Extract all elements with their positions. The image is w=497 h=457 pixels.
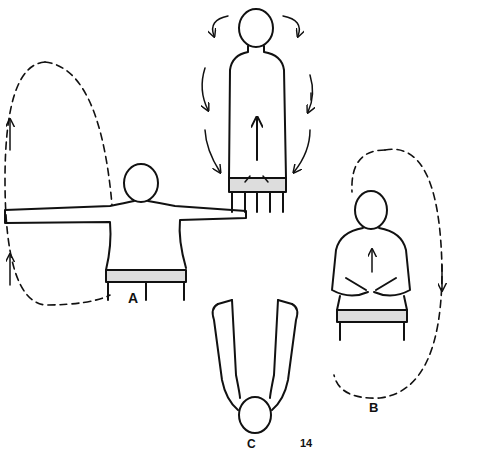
page-number: 14 <box>300 438 312 449</box>
figure-letter: B <box>369 401 378 414</box>
figure-letter: C <box>247 438 256 450</box>
figure-letter: A <box>128 291 138 305</box>
